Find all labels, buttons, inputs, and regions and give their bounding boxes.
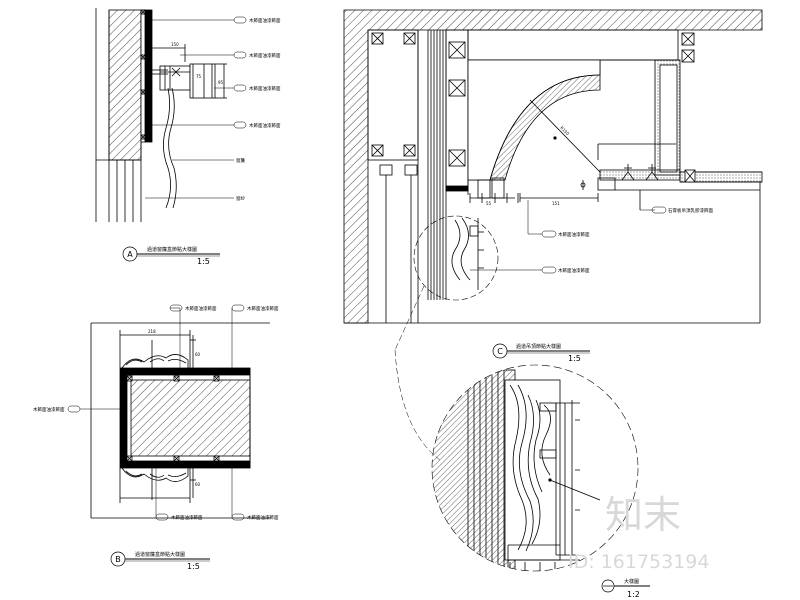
detail-d-drawing xyxy=(432,369,601,571)
detail-c-title-block: C 過道吊頂節點大樣圖 1:5 xyxy=(492,343,590,363)
detail-reference-leader-1 xyxy=(394,285,425,351)
detail-a-letter: A xyxy=(127,250,133,259)
detail-b-title: 過道窗簾盒節點大樣圖 xyxy=(135,551,185,558)
watermark: 知末 ID: 161753194 xyxy=(568,493,709,573)
detail-c-scale: 1:5 xyxy=(568,354,581,363)
detail-a-title-block: A 過道窗簾盒節點大樣圖 1:5 xyxy=(122,246,220,266)
detail-c-reference-circle xyxy=(413,215,499,301)
detail-a-drawing xyxy=(95,8,227,222)
detail-c-dim-1: 151 xyxy=(552,201,560,206)
detail-b-letter: B xyxy=(115,555,121,564)
detail-c-drawing xyxy=(343,9,763,324)
detail-c-dim-2: 55 xyxy=(486,201,492,206)
detail-b-callout-top-1: 木飾面油漆飾面 xyxy=(185,305,217,312)
detail-c-dim-3: R150 xyxy=(559,125,570,136)
detail-c-callout-2: 木飾面油漆飾面 xyxy=(558,267,590,274)
detail-a-dim-1: 150 xyxy=(171,42,179,47)
detail-c: 木飾面油漆飾面 木飾面油漆飾面 石膏板吊頂乳膠漆飾面 151 55 R150 C… xyxy=(343,9,763,363)
detail-a-callout-tags xyxy=(233,16,247,129)
detail-a-dim-3: 95 xyxy=(218,80,224,85)
detail-d-scale: 1:2 xyxy=(627,590,640,599)
detail-a-scale: 1:5 xyxy=(197,257,210,266)
detail-c-leaders xyxy=(470,200,667,274)
detail-a-callout-2: 木飾面油漆飾面 xyxy=(249,52,281,59)
detail-b-dim-1: 218 xyxy=(148,329,156,334)
detail-b-drawing xyxy=(90,322,270,519)
detail-b-callout-left: 木飾面油漆飾面 xyxy=(33,406,65,413)
detail-a-title: 過道窗簾盒節點大樣圖 xyxy=(147,246,197,253)
detail-b-dim-2: 60 xyxy=(195,352,201,357)
detail-a-leaders xyxy=(145,19,234,199)
detail-d: 大樣圖 1:2 xyxy=(394,215,650,599)
watermark-id: ID: 161753194 xyxy=(568,551,709,573)
detail-b-title-block: B 過道窗簾盒節點大樣圖 1:5 xyxy=(110,551,210,571)
detail-a-callout-5: 窗簾 xyxy=(236,157,245,164)
detail-a-callout-6: 窗紗 xyxy=(236,195,245,202)
detail-a: 木飾面油漆飾面 木飾面油漆飾面 木飾面油漆飾面 木飾面油漆飾面 窗簾 窗紗 15… xyxy=(95,8,281,266)
detail-b: 木飾面油漆飾面 木飾面油漆飾面 木飾面油漆飾面 木飾面油漆飾面 木飾面油漆飾面 … xyxy=(33,304,279,571)
detail-a-callout-4: 木飾面油漆飾面 xyxy=(249,122,281,129)
detail-b-callout-top-2: 木飾面油漆飾面 xyxy=(247,305,279,312)
detail-d-title-block: 大樣圖 1:2 xyxy=(601,578,650,599)
detail-d-title: 大樣圖 xyxy=(624,578,639,585)
detail-c-callout-1: 木飾面油漆飾面 xyxy=(558,231,590,238)
detail-b-callout-bottom-2: 木飾面油漆飾面 xyxy=(247,514,279,521)
detail-c-callout-3: 石膏板吊頂乳膠漆飾面 xyxy=(668,207,713,214)
detail-b-leaders xyxy=(67,304,245,521)
detail-d-circle xyxy=(431,364,639,572)
detail-b-callout-bottom-1: 木飾面油漆飾面 xyxy=(171,514,203,521)
detail-reference-leader-2 xyxy=(394,349,441,461)
detail-b-scale: 1:5 xyxy=(187,562,200,571)
detail-c-title: 過道吊頂節點大樣圖 xyxy=(516,343,561,350)
detail-b-dim-3: 60 xyxy=(195,482,201,487)
detail-a-callout-3: 木飾面油漆飾面 xyxy=(249,85,281,92)
detail-a-dim-2: 75 xyxy=(196,74,202,79)
detail-a-callout-1: 木飾面油漆飾面 xyxy=(249,17,281,24)
detail-c-letter: C xyxy=(497,347,503,356)
watermark-brand: 知末 xyxy=(605,493,681,537)
